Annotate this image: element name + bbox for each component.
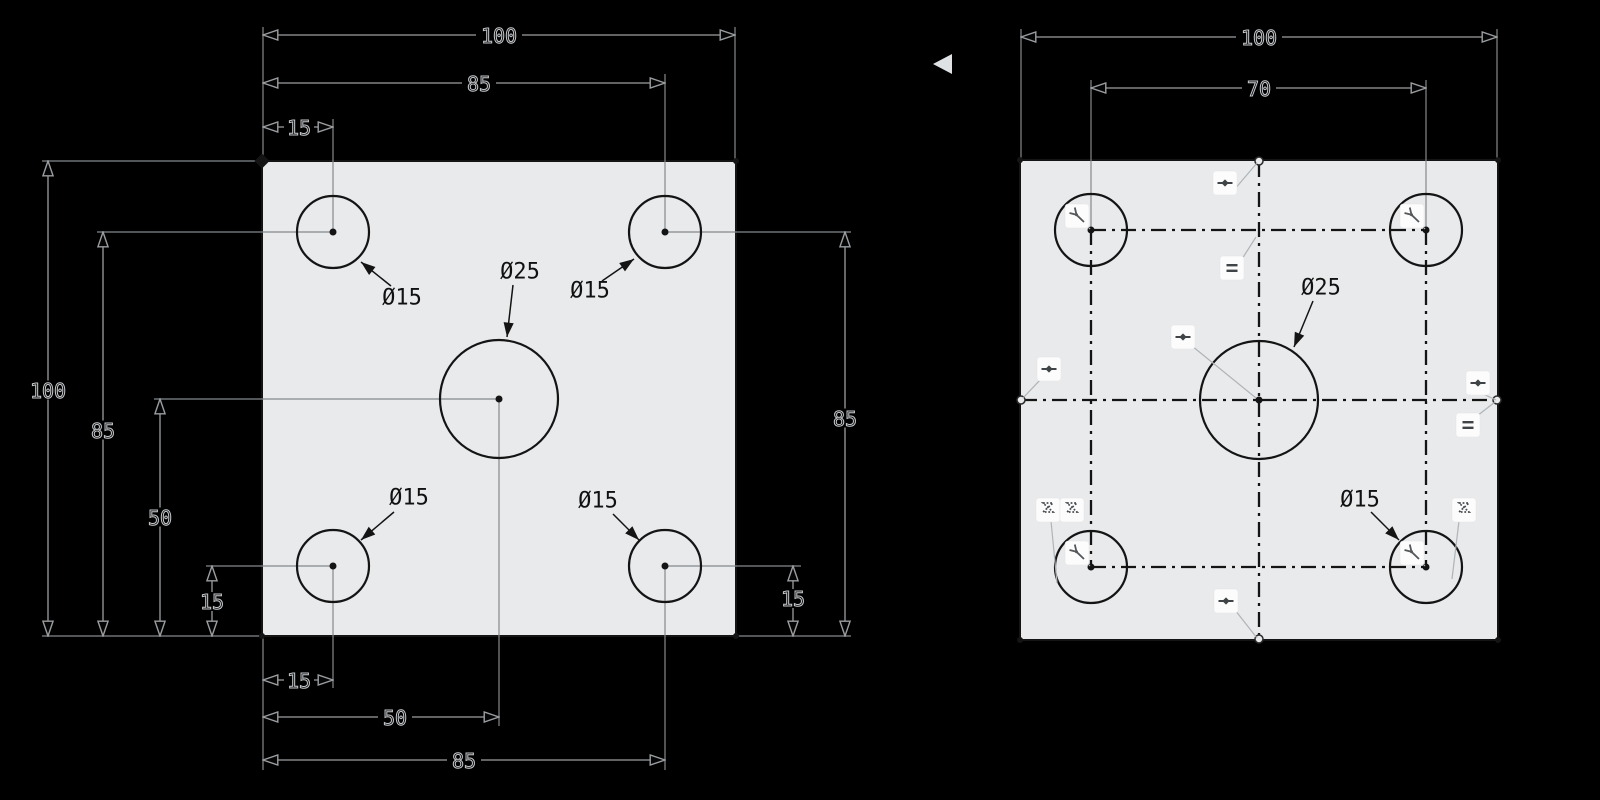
hole-label-text: Ø15 bbox=[1340, 488, 1380, 513]
dimension-value: 15 bbox=[200, 590, 224, 614]
hole-center[interactable] bbox=[1198, 339, 1320, 461]
dimension-value: 85 bbox=[452, 749, 476, 773]
construction-lines[interactable] bbox=[1022, 162, 1496, 638]
dimension-value: 100 bbox=[30, 379, 66, 403]
extension-lines bbox=[42, 27, 851, 770]
constraint-badge-coincident-top-left[interactable] bbox=[1064, 203, 1091, 230]
vertex-bottom-left[interactable] bbox=[259, 633, 265, 639]
constraint-badge-midpoint-center[interactable] bbox=[1170, 324, 1257, 399]
dimension-value: 85 bbox=[833, 407, 857, 431]
hole-label-top-left[interactable]: Ø15 bbox=[360, 261, 422, 311]
vertex-top-left[interactable] bbox=[254, 153, 270, 169]
hole-bottom-right[interactable] bbox=[627, 528, 703, 604]
hole-label-text: Ø25 bbox=[500, 260, 540, 285]
constraint-badge-equal-top[interactable] bbox=[1219, 236, 1257, 281]
extension-lines bbox=[1020, 29, 1498, 230]
dimension-height-100[interactable]: 100 bbox=[25, 161, 71, 636]
constraint-badge-equal-right[interactable] bbox=[1455, 401, 1496, 438]
dimension-width-100[interactable]: 100 bbox=[263, 24, 735, 49]
hole-label-text: Ø15 bbox=[570, 279, 610, 304]
dimension-value: 15 bbox=[287, 669, 311, 693]
left-arrow-icon[interactable] bbox=[933, 54, 952, 74]
hole-label-text: Ø15 bbox=[578, 489, 618, 514]
hole-label-center[interactable]: Ø25 bbox=[500, 260, 540, 338]
constraint-badge-symmetric-left-b[interactable] bbox=[1059, 497, 1085, 523]
constraint-badge-coincident-bottom-left[interactable] bbox=[1064, 540, 1091, 567]
dimension-value: 70 bbox=[1247, 77, 1271, 101]
dimension-width-70[interactable]: 70 bbox=[1091, 77, 1426, 102]
dimension-bottom-15[interactable]: 15 bbox=[263, 669, 333, 694]
dimension-value: 100 bbox=[481, 24, 517, 48]
dimension-bottom-50[interactable]: 50 bbox=[263, 706, 499, 731]
dimension-value: 85 bbox=[467, 72, 491, 96]
hole-label-top-right[interactable]: Ø15 bbox=[570, 258, 635, 304]
hole-label-bottom-left[interactable]: Ø15 bbox=[360, 486, 429, 541]
dimension-height-85[interactable]: 85 bbox=[86, 232, 120, 636]
right-view-constrained-sketch: 100 70 Ø25 Ø15 bbox=[1016, 26, 1502, 644]
dimension-height-15-left[interactable]: 15 bbox=[196, 566, 228, 636]
constraint-badge-coincident-top-right[interactable] bbox=[1399, 203, 1426, 230]
dimension-right-85[interactable]: 85 bbox=[828, 232, 862, 636]
dimension-width-85[interactable]: 85 bbox=[263, 72, 665, 97]
dimension-height-50[interactable]: 50 bbox=[143, 399, 177, 636]
hole-top-right[interactable] bbox=[627, 194, 703, 270]
constraint-badge-symmetric-right[interactable] bbox=[1451, 497, 1477, 580]
hole-label-bottom-right[interactable]: Ø15 bbox=[578, 489, 640, 541]
plate-vertices[interactable] bbox=[1017, 157, 1501, 643]
hole-label-text: Ø15 bbox=[382, 286, 422, 311]
hole-top-left[interactable] bbox=[295, 194, 371, 270]
dimension-value: 85 bbox=[91, 419, 115, 443]
left-view-dimensioned-sketch: 100 85 15 100 85 50 bbox=[25, 24, 862, 774]
dimension-value: 50 bbox=[148, 506, 172, 530]
hole-label-text: Ø15 bbox=[389, 486, 429, 511]
dimension-right-15[interactable]: 15 bbox=[777, 566, 809, 636]
constraint-badge-midpoint-left[interactable] bbox=[1022, 356, 1062, 399]
dimension-value: 15 bbox=[287, 116, 311, 140]
constraint-badge-midpoint-right[interactable] bbox=[1465, 370, 1497, 401]
vertex-bottom-right[interactable] bbox=[733, 633, 739, 639]
dimension-value: 15 bbox=[781, 587, 805, 611]
dimension-value: 100 bbox=[1241, 26, 1277, 50]
constraint-badge-midpoint-bottom[interactable] bbox=[1213, 588, 1258, 639]
hole-bottom-left[interactable] bbox=[295, 528, 371, 604]
hole-label-bottom-right[interactable]: Ø15 bbox=[1340, 488, 1400, 541]
dimension-value: 50 bbox=[383, 706, 407, 730]
constraint-badge-coincident-bottom-right[interactable] bbox=[1399, 540, 1426, 567]
hole-label-text: Ø25 bbox=[1301, 276, 1341, 301]
constraint-badge-midpoint-top[interactable] bbox=[1212, 162, 1258, 196]
vertex-top-right[interactable] bbox=[733, 158, 739, 164]
dimension-width-15[interactable]: 15 bbox=[263, 116, 333, 141]
dimension-width-100[interactable]: 100 bbox=[1021, 26, 1497, 51]
hole-label-center[interactable]: Ø25 bbox=[1293, 276, 1341, 348]
dimension-bottom-85[interactable]: 85 bbox=[263, 749, 665, 774]
hole-center[interactable] bbox=[438, 338, 560, 460]
